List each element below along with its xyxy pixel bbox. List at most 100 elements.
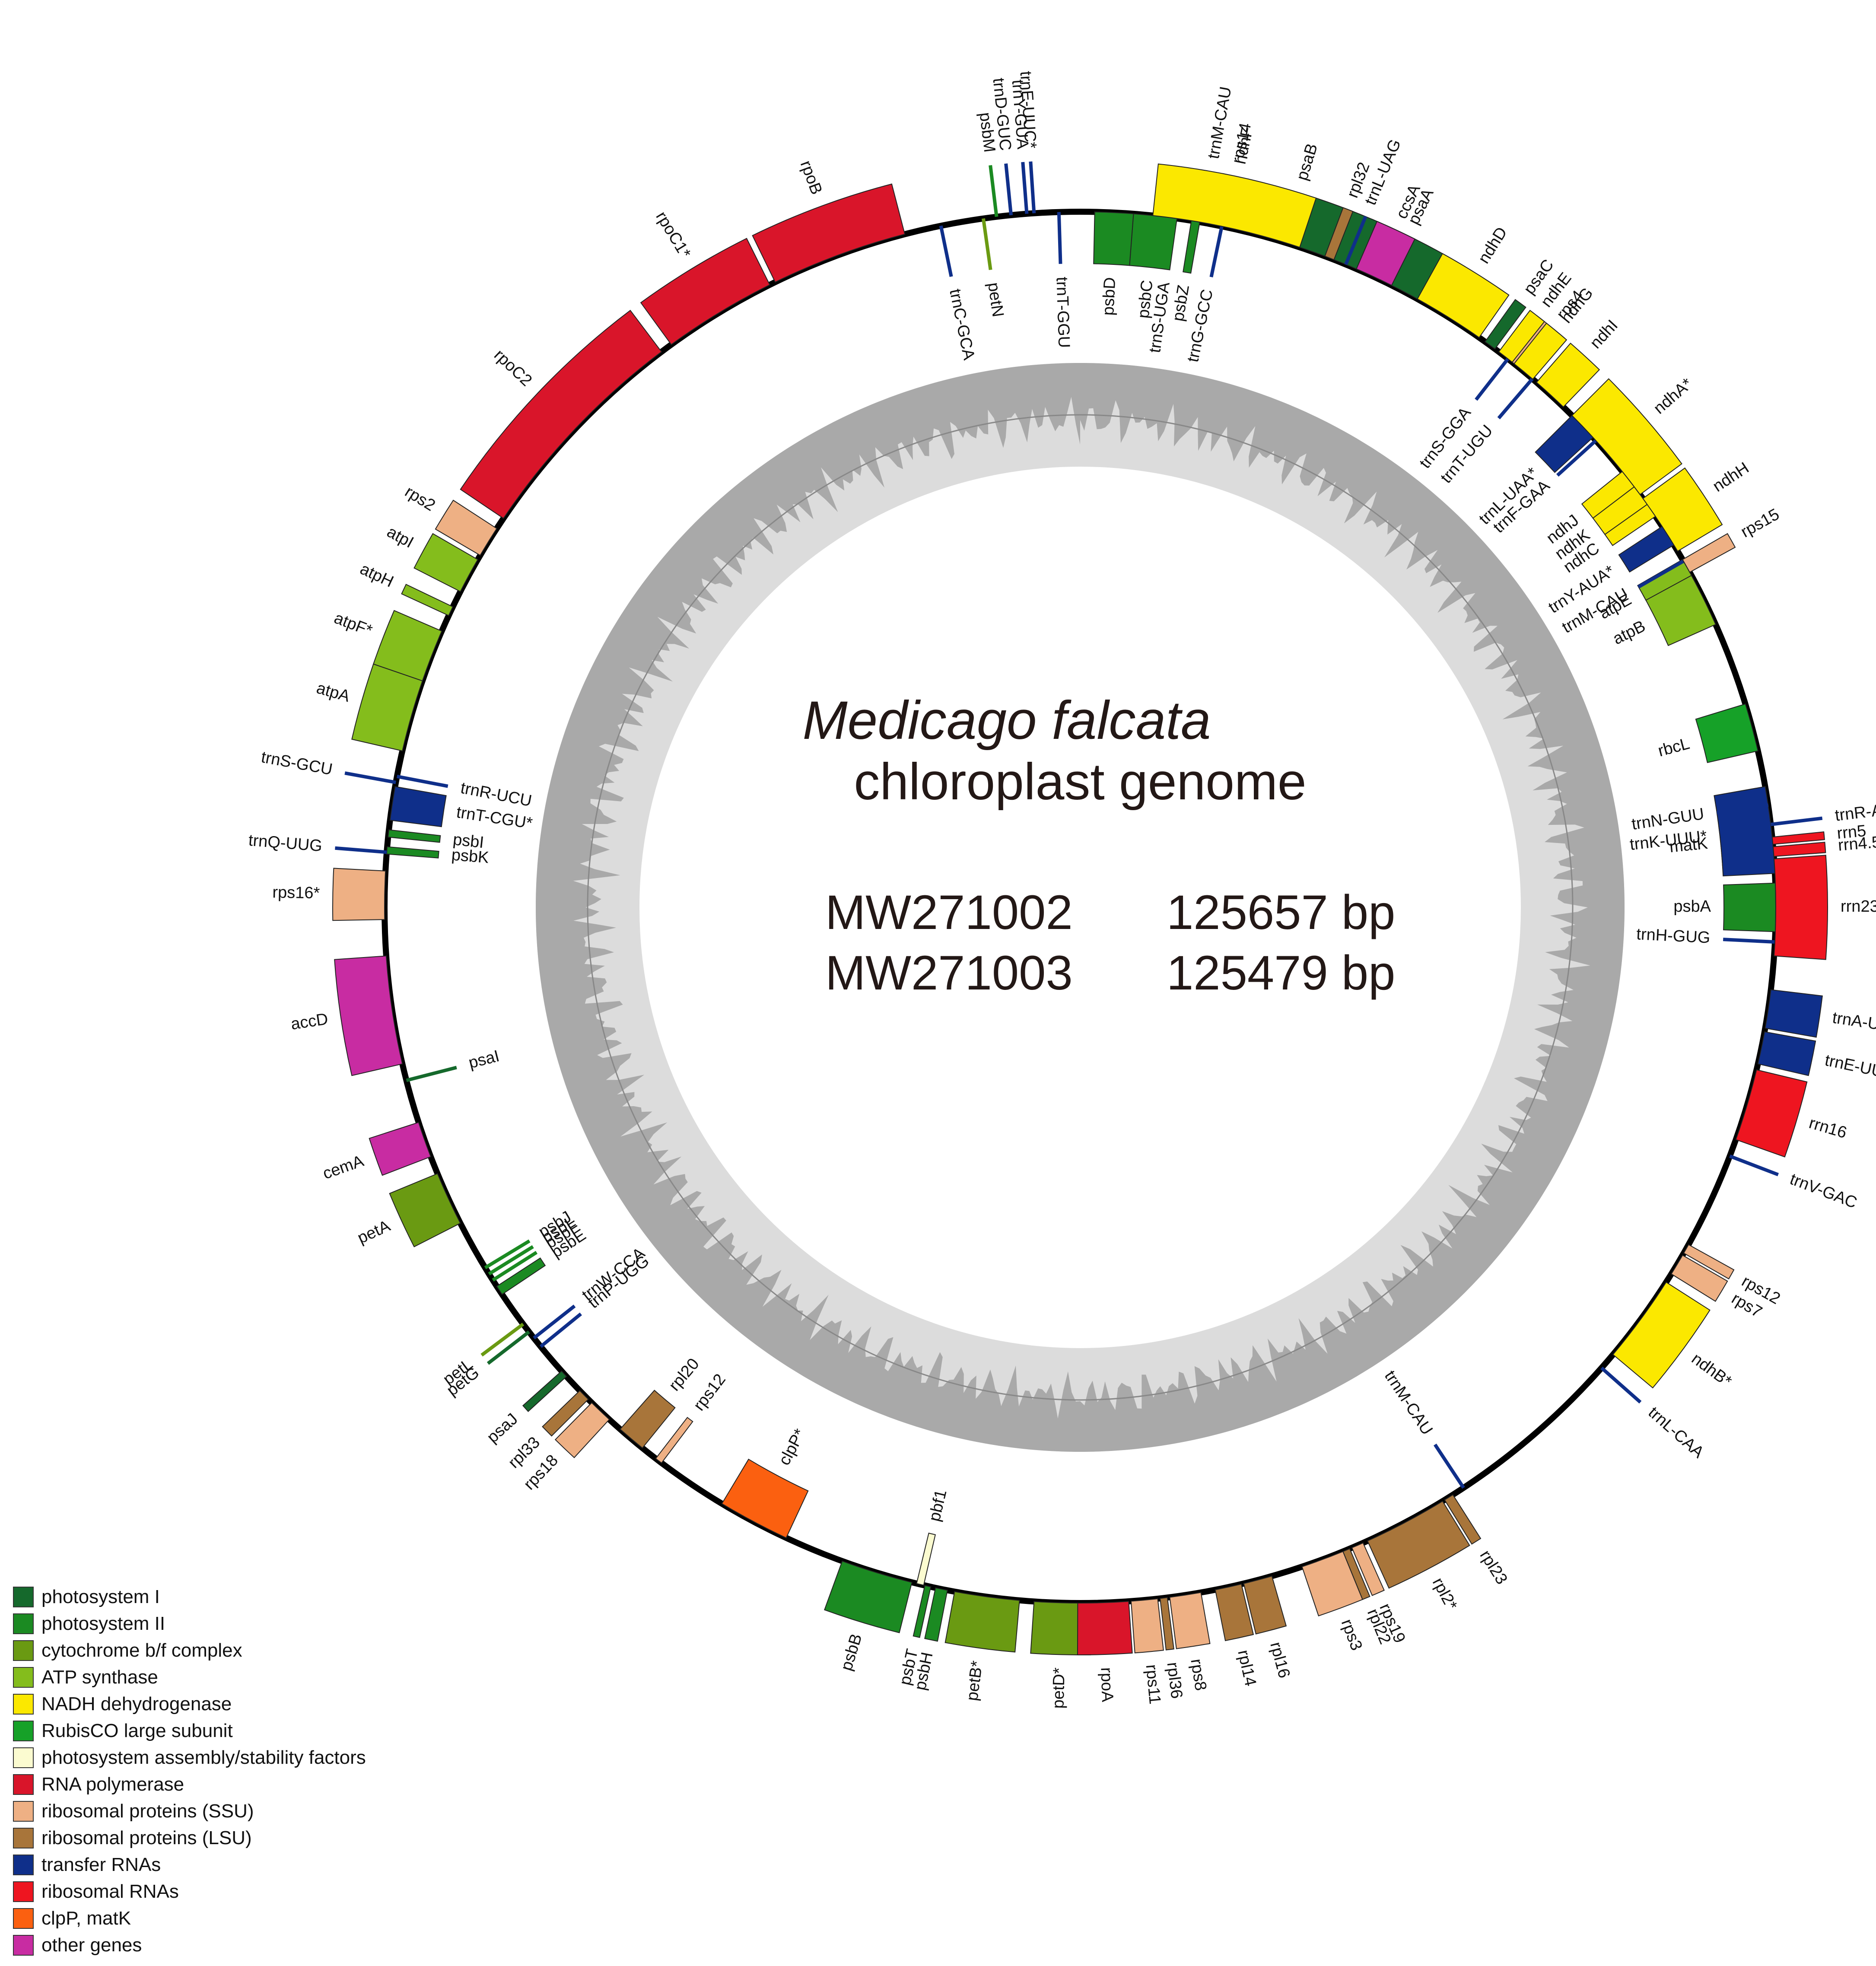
legend-label: photosystem I [41, 1586, 160, 1607]
gene-ndhd-104 [1417, 253, 1510, 338]
legend-swatch [13, 1694, 34, 1715]
legend-item: other genes [13, 1932, 488, 1959]
gene-petg-57 [486, 1330, 530, 1365]
gene-trnq-uug-46 [335, 846, 387, 854]
gene-rpl36-74 [1159, 1597, 1174, 1651]
label-psab: psaB [1293, 141, 1321, 182]
gene-blocks [332, 161, 1828, 1655]
gene-trnc-gca-32 [939, 225, 953, 277]
gene-ndha-99 [1571, 378, 1682, 495]
gene-rrn5-94 [1771, 831, 1825, 845]
label-rpl14: rpl14 [1234, 1648, 1259, 1688]
gene-trns-gcu-42 [344, 771, 396, 784]
label-trnr-acg: trnR-ACG [1834, 798, 1876, 825]
legend-swatch [13, 1935, 34, 1956]
label-clpp: clpP* [775, 1426, 809, 1468]
label-trnc-gca: trnC-GCA [946, 287, 978, 362]
gene-atpa-40 [351, 663, 423, 752]
gene-rpl2-81 [1367, 1500, 1470, 1589]
label-rpl20: rpl20 [665, 1355, 703, 1395]
gene-rps2-36 [435, 499, 498, 556]
accession-size-1: 125657 bp [1167, 885, 1395, 939]
gene-ndhe-102 [1498, 309, 1545, 363]
legend-label: ATP synthase [41, 1667, 158, 1688]
legend-swatch [13, 1881, 34, 1902]
label-pbf1: pbf1 [925, 1488, 951, 1524]
gene-rpl20-63 [619, 1390, 676, 1449]
label-rpl2: rpl2* [1429, 1575, 1461, 1613]
label-atpb: atpB [1610, 617, 1648, 648]
label-trnm-cau: trnM-CAU [1381, 1368, 1436, 1438]
gene-trnd-guc-29 [1004, 163, 1013, 216]
label-rrn23: rrn23 [1841, 897, 1876, 916]
label-trna-ugc: trnA-UGC* [1831, 1008, 1876, 1038]
legend-swatch [13, 1587, 34, 1607]
label-rpoc2: rpoC2 [490, 346, 535, 390]
gene-rpoc2-35 [460, 309, 662, 519]
gene-atpi-37 [413, 533, 479, 592]
label-trnv-gac: trnV-GAC [1787, 1170, 1860, 1212]
legend-item: cytochrome b/f complex [13, 1637, 488, 1664]
label-ndha: ndhA* [1650, 375, 1696, 417]
gene-rrn4-5-93 [1772, 842, 1826, 857]
accession-size-2: 125479 bp [1167, 946, 1395, 1000]
gene-peta-51 [389, 1173, 461, 1247]
gene-trng-gcc-21 [1209, 226, 1224, 278]
legend-item: ribosomal RNAs [13, 1878, 488, 1905]
gene-trnl-uag-106 [1344, 216, 1367, 265]
label-rpob: rpoB [797, 158, 826, 197]
label-matk: matK [1669, 834, 1708, 856]
gene-atph-38 [401, 584, 454, 617]
gene-rpl22-79 [1342, 1548, 1370, 1600]
label-trnt-ggu: trnT-GGU [1052, 277, 1073, 348]
label-rrn5: rrn5 [1836, 822, 1867, 843]
legend-item: ribosomal proteins (SSU) [13, 1798, 488, 1825]
legend-item: photosystem assembly/stability factors [13, 1744, 488, 1771]
gene-trnl-caa-84 [1600, 1366, 1642, 1404]
legend-swatch [13, 1747, 34, 1768]
gene-psbf-54 [492, 1251, 538, 1282]
gene-cema-50 [369, 1122, 432, 1176]
label-trnh-gug: trnH-GUG [1636, 925, 1711, 947]
gene-psaj-60 [522, 1370, 567, 1412]
gene-trne-uuc-90 [1757, 1031, 1816, 1076]
label-trne-uuc: trnE-UUC* [1823, 1051, 1876, 1085]
gene-ndhh-98 [1642, 467, 1723, 552]
label-ndhb: ndhB* [1688, 1349, 1735, 1390]
gene-rps12-87 [1683, 1244, 1735, 1280]
gc-content-trace [536, 363, 1625, 1452]
gene-trns-gga-16 [1475, 357, 1510, 401]
label-atpi: atpI [384, 523, 417, 552]
gene-psba-0 [1723, 882, 1777, 932]
gene-psbc-24 [1129, 213, 1178, 270]
label-peta: petA [355, 1217, 393, 1247]
label-trns-gcu: trnS-GCU [260, 748, 334, 779]
legend-swatch [13, 1640, 34, 1661]
gene-rps8-75 [1169, 1592, 1211, 1649]
gene-psbk-45 [386, 846, 439, 859]
legend-label: other genes [41, 1934, 142, 1956]
label-cema: cemA [321, 1152, 366, 1183]
label-rps8: rps8 [1187, 1657, 1210, 1692]
accession-id-2: MW271003 [825, 946, 1073, 1000]
legend-label: RNA polymerase [41, 1774, 184, 1795]
legend-swatch [13, 1801, 34, 1822]
gene-petl-56 [480, 1323, 525, 1357]
gene-petn-31 [981, 218, 992, 270]
gene-psbi-44 [388, 829, 441, 843]
genome-subtitle: chloroplast genome [854, 753, 1306, 811]
gene-rps3-78 [1301, 1551, 1363, 1616]
gene-trnr-acg-95 [1771, 816, 1823, 826]
gene-rps11-73 [1130, 1598, 1164, 1654]
species-name: Medicago falcata [802, 690, 1211, 751]
label-accd: accD [289, 1010, 329, 1033]
gene-trny-gua-28 [1021, 162, 1029, 214]
label-psbk: psbK [451, 846, 490, 867]
gene-trnt-ugu-14 [1497, 378, 1534, 420]
legend-swatch [13, 1828, 34, 1848]
legend-item: RubisCO large subunit [13, 1718, 488, 1744]
label-rbcl: rbcL [1656, 735, 1692, 760]
gene-ndhf-108 [1152, 163, 1317, 248]
